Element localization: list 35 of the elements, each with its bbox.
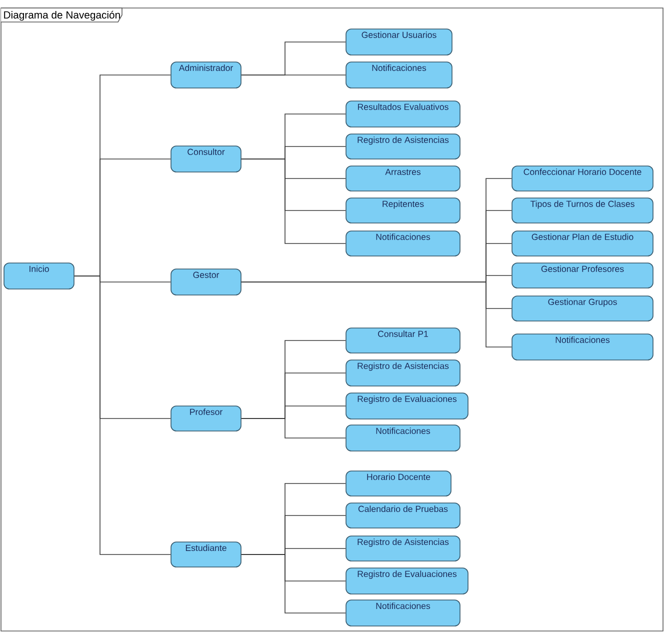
rounded-box: Notificaciones xyxy=(346,600,460,626)
rounded-box: Notificaciones xyxy=(346,230,460,256)
rounded-box: Notificaciones xyxy=(346,424,460,452)
connector-line xyxy=(241,74,346,76)
rounded-box: Registro de Asistencias xyxy=(346,134,460,160)
rounded-box: Administrador xyxy=(170,62,242,88)
rounded-box: Registro de Evaluaciones xyxy=(346,568,468,594)
rounded-box: Notificaciones xyxy=(512,334,654,360)
rounded-box: Profesor xyxy=(170,406,242,432)
rounded-box: Horario Docente xyxy=(346,470,452,496)
rounded-box: Registro de Evaluaciones xyxy=(346,392,468,420)
rounded-box: Gestionar Grupos xyxy=(512,296,654,322)
rounded-box: Notificaciones xyxy=(346,62,452,88)
rounded-box: Tipos de Turnos de Clases xyxy=(512,198,654,224)
rounded-box: Registro de Asistencias xyxy=(346,536,460,562)
rounded-box: Gestionar Profesores xyxy=(512,262,654,288)
rounded-box: Inicio xyxy=(4,262,74,290)
connector-line xyxy=(241,418,346,438)
rounded-box: Confeccionar Horario Docente xyxy=(512,166,654,192)
rounded-box: Repitentes xyxy=(346,198,460,224)
connector-line xyxy=(241,158,346,244)
rounded-box: Gestor xyxy=(170,268,242,296)
rounded-box: Registro de Asistencias xyxy=(346,360,460,386)
rounded-box: Consultor xyxy=(170,146,242,172)
connector-line xyxy=(74,276,171,555)
frame-title: Diagrama de Navegación xyxy=(0,8,122,22)
rounded-box: Resultados Evaluativos xyxy=(346,100,460,128)
rounded-box: Consultar P1 xyxy=(346,328,460,354)
connector-line xyxy=(241,554,346,614)
rounded-box: Arrastres xyxy=(346,166,460,192)
rounded-box: Calendario de Pruebas xyxy=(346,502,460,528)
rounded-box: Gestionar Plan de Estudio xyxy=(512,230,654,256)
rounded-box: Gestionar Usuarios xyxy=(346,28,452,56)
connector-line xyxy=(241,282,512,348)
rounded-box: Estudiante xyxy=(170,542,242,568)
